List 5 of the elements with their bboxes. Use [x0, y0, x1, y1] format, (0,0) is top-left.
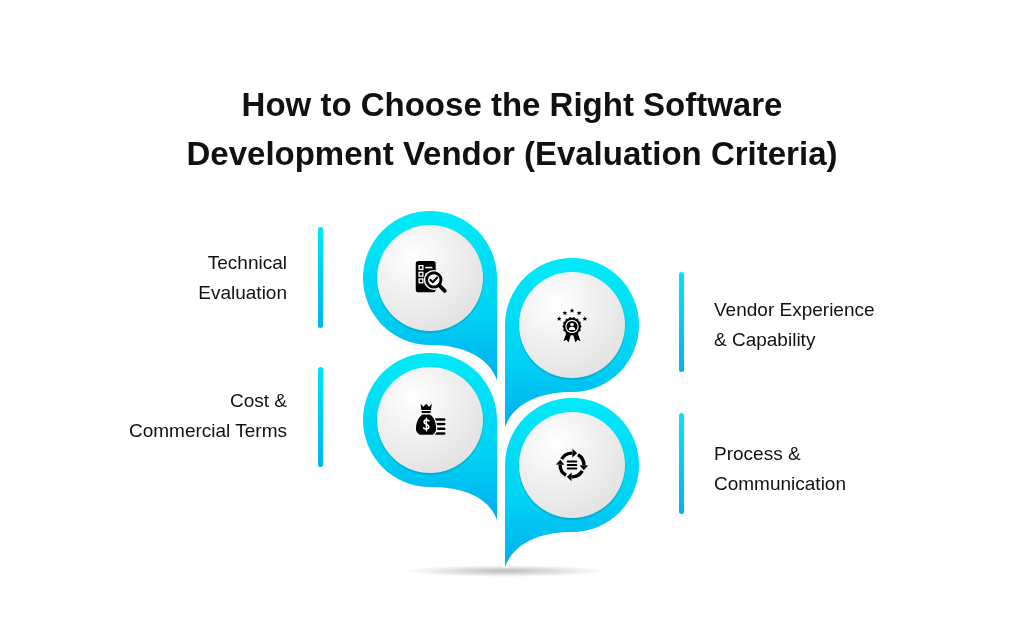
- criterion-label: Technical Evaluation: [198, 251, 287, 305]
- criterion-label: Vendor Experience & Capability: [714, 298, 875, 352]
- title: How to Choose the Right Software Development Vendor (Evaluation Criteria): [185, 85, 839, 174]
- criterion-label: Process & Communication: [714, 442, 846, 496]
- criterion-label: Cost & Commercial Terms: [129, 389, 287, 443]
